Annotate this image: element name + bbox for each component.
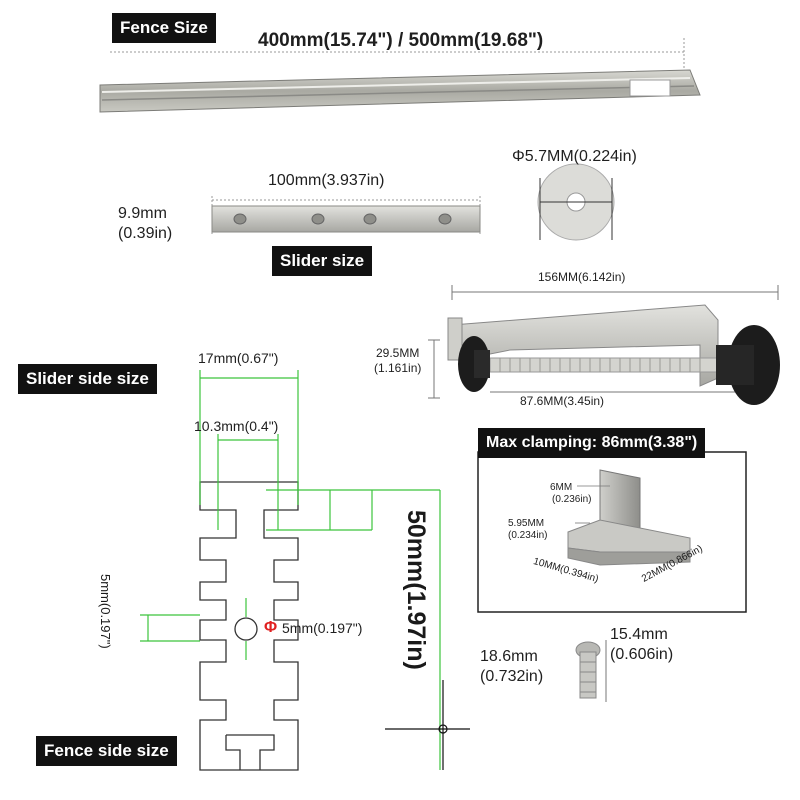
max-clamping-label: Max clamping: — [486, 434, 598, 451]
slider-size-tag: Slider size — [272, 246, 373, 276]
screw-head-in: (0.606in) — [610, 646, 674, 663]
jaw-595-in-label: (0.234in) — [508, 530, 548, 541]
crosshair — [385, 680, 470, 770]
jaw-6-label: 6MM — [550, 482, 573, 493]
profile-cross-section — [199, 481, 299, 771]
jaw-595-label: 5.95MM — [508, 518, 545, 529]
profile-slot-height-label: 5mm(0.197") — [98, 574, 113, 649]
slider-height-mm: 9.9mm — [118, 205, 167, 222]
profile-slot-width-label: 10.3mm(0.4") — [194, 418, 279, 434]
screw-length-in: (0.732in) — [480, 668, 544, 685]
clamp-height-in: (1.161in) — [374, 361, 422, 375]
jaw-6-in-label: (0.236in) — [552, 494, 592, 505]
clamp-height-mm: 29.5MM — [376, 346, 420, 360]
slider-height-in: (0.39in) — [118, 225, 173, 242]
max-clamping-value: 86mm(3.38") — [601, 434, 698, 451]
clamp-screw-label: 87.6MM(3.45in) — [520, 394, 605, 408]
washer-diameter-label: Φ5.7MM(0.224in) — [512, 148, 637, 165]
hole-diameter-label: 5mm(0.197") — [282, 620, 363, 636]
clamp — [428, 285, 780, 405]
fence-size-tag: Fence Size — [112, 13, 216, 43]
profile-height-label: 50mm(1.97in) — [402, 510, 430, 670]
screw — [575, 640, 607, 702]
hole-diameter-symbol: Φ — [264, 619, 278, 636]
profile-dimension-lines — [140, 370, 441, 770]
slider-bar — [211, 196, 481, 234]
slider-side-size-tag: Slider side size — [18, 364, 157, 394]
slider-length-label: 100mm(3.937in) — [268, 172, 385, 189]
washer — [537, 163, 615, 241]
max-clamping-tag: Max clamping: 86mm(3.38") — [478, 428, 706, 458]
fence-rail — [99, 38, 701, 113]
screw-head-mm: 15.4mm — [610, 626, 668, 643]
fence-length-label: 400mm(15.74") / 500mm(19.68") — [258, 30, 544, 51]
screw-length-mm: 18.6mm — [480, 648, 538, 665]
jaw-detail-box — [477, 451, 747, 613]
clamp-width-label: 156MM(6.142in) — [538, 270, 626, 284]
fence-side-size-tag: Fence side size — [36, 736, 177, 766]
profile-width-label: 17mm(0.67") — [198, 350, 279, 366]
